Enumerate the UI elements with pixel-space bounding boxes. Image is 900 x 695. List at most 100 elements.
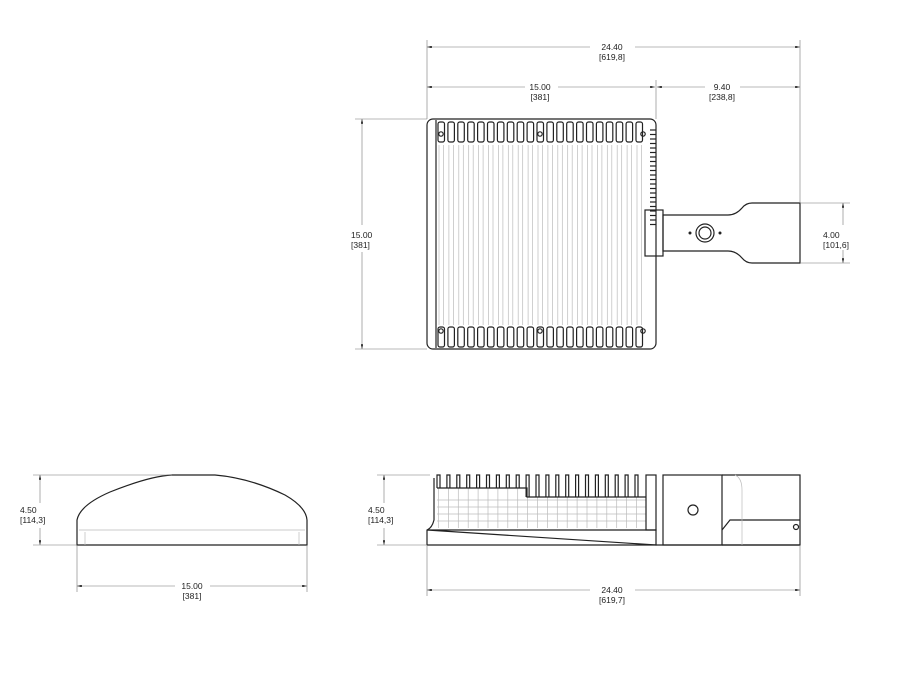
fin [477,121,485,143]
dimension-value: 24.40 [601,585,623,595]
side-ribs [645,474,657,531]
screw-icon [537,328,543,334]
fin [566,326,574,348]
dimension-value: 4.50 [368,505,385,515]
fixture-profile [76,474,308,546]
dimension-metric: [114,3] [368,515,393,525]
fin [467,121,475,143]
fin [457,326,465,348]
fin [584,474,590,497]
fin [457,121,465,143]
fin [525,474,530,497]
fin [594,474,599,497]
fin [605,121,614,143]
fin [625,326,634,348]
screw-icon [640,328,646,334]
fin [506,121,515,143]
fin [585,121,594,143]
fin [526,121,535,143]
dimension-value: 9.40 [714,82,731,92]
fin [447,121,455,143]
fin [446,474,451,488]
dimension-front-height: 4.50 [114,3] [20,474,172,546]
dimension-value: 4.00 [823,230,840,240]
fin [634,474,639,497]
fin [595,326,604,348]
fin [605,326,614,348]
dimension-side-length: 24.40 [619,7] [426,545,801,605]
fin [436,474,441,488]
heat-sink-fins [436,474,646,528]
fin [486,121,495,143]
fin [624,474,629,497]
fin [566,121,574,143]
dimension-arm-length: 9.40 [238,8] [657,82,800,102]
fin [536,326,545,348]
screw-icon [792,523,800,531]
fin [485,474,491,488]
fin [506,326,515,348]
fixture-body [426,118,657,350]
dimension-side-height: 4.50 [114,3] [368,474,430,546]
fin [575,326,584,348]
dimension-value: 4.50 [20,505,37,515]
fin [516,326,525,348]
mounting-arm [644,202,801,264]
fin [535,474,540,497]
fin [556,121,564,143]
dimension-value: 15.00 [351,230,373,240]
dimension-arm-width: 4.00 [101,6] [800,202,850,264]
fin [456,474,461,488]
side-view: 4.50 [114,3] 24.40 [619,7] [368,474,801,605]
dimension-metric: [619,8] [599,52,625,62]
fin [466,474,471,488]
fin [595,121,604,143]
fin [476,474,481,488]
fin [546,326,555,348]
screw-icon [537,131,543,137]
fin [526,326,535,348]
screw-icon [438,328,444,334]
dimension-metric: [381] [351,240,370,250]
fin [565,474,570,497]
dimension-front-width: 15.00 [381] [76,545,308,601]
screw-icon [438,131,444,137]
fin [575,121,584,143]
fin [556,326,564,348]
dimension-metric: [619,7] [599,595,625,605]
arm-bracket [644,209,664,257]
fin [635,326,644,348]
dimension-metric: [381] [183,591,202,601]
fin [615,121,624,143]
fin [495,474,500,488]
fin [447,326,455,348]
arm-bracket [662,474,723,546]
fin [604,474,609,497]
fin [545,474,550,497]
fin [614,474,619,497]
fin [615,326,624,348]
fin [516,121,525,143]
dimension-metric: [114,3] [20,515,45,525]
fin [496,121,505,143]
fin [555,474,560,497]
dimension-value: 15.00 [181,581,203,591]
dimension-metric: [238,8] [709,92,735,102]
fin [467,326,475,348]
fin [496,326,505,348]
fin [505,474,510,488]
dimension-body-width: 15.00 [381] [427,80,657,119]
top-view: 24.40 [619,8] 15.00 [381] 9.40 [238,8] 1… [351,40,850,350]
fin [437,326,446,348]
fin [515,474,520,488]
dimension-metric: [101,6] [823,240,849,250]
dimension-metric: [381] [531,92,550,102]
pole-hole-icon [695,223,715,243]
dimension-body-depth: 15.00 [381] [351,118,427,350]
fin [546,121,555,143]
fin [585,326,594,348]
sensor-port-icon [687,504,699,516]
fin [477,326,485,348]
fin [486,326,495,348]
